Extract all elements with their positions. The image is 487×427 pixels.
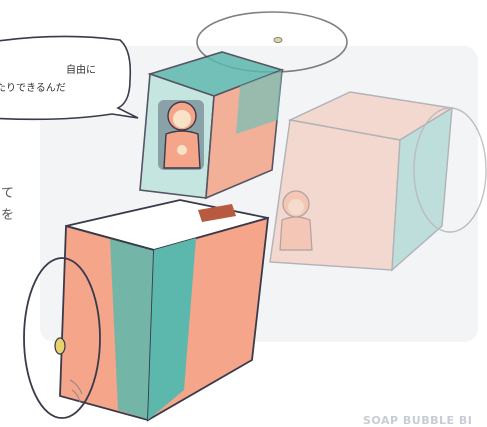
speech-bubble-icon [0,35,139,121]
side-text-2: を [1,208,15,223]
brand-watermark: SOAP BUBBLE BI [363,414,473,427]
ghost-cube-right [269,91,487,272]
child-figure-icon [158,100,204,170]
ghost-child-figure [279,190,313,251]
main-cube [59,199,270,422]
speech-line-1: 自由に [66,65,96,76]
speech-bubble-text: 自由に たりできるんだ [0,62,146,98]
side-text-1: て [1,186,15,201]
bubble-ring-large [23,257,101,419]
speech-line-2: たりできるんだ [0,83,66,94]
